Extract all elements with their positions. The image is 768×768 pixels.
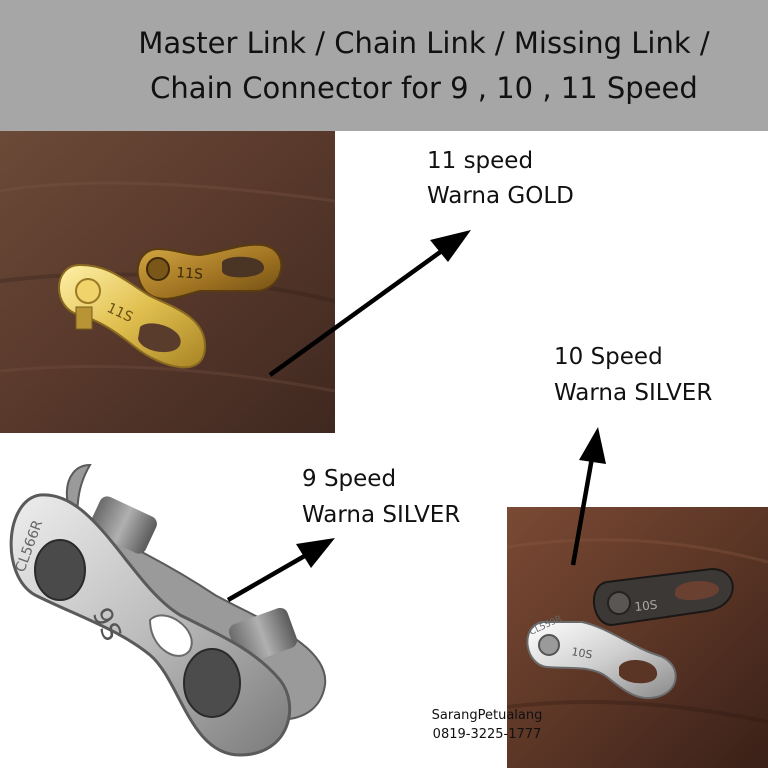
header-banner: Master Link / Chain Link / Missing Link … <box>0 0 768 131</box>
label-11-color: Warna GOLD <box>427 183 574 209</box>
label-9-color: Warna SILVER <box>302 502 461 528</box>
gold-link-back: 11S <box>136 243 283 300</box>
label-9-speed: 9 Speed <box>302 466 397 492</box>
label-10-speed: 10 Speed <box>554 344 663 370</box>
gold-11-speed-photo: 11S 11S <box>0 131 335 433</box>
svg-text:10S: 10S <box>634 598 658 614</box>
gold-link-front: 11S <box>58 263 207 369</box>
dark-link-back: 10S <box>593 567 734 627</box>
svg-text:11S: 11S <box>176 265 204 283</box>
arrow-to-9-speed-icon <box>226 538 335 602</box>
arrow-to-10-speed-icon <box>570 427 606 566</box>
silver-10-speed-photo: 10S 10S CL559R <box>507 507 768 768</box>
label-11-speed: 11 speed <box>427 148 534 174</box>
title-line-2: Chain Connector for 9 , 10 , 11 Speed <box>150 71 698 105</box>
svg-text:10S: 10S <box>570 645 593 661</box>
title-line-1: Master Link / Chain Link / Missing Link … <box>138 26 710 60</box>
label-10-color: Warna SILVER <box>554 380 713 406</box>
arrow-to-11-speed-icon <box>268 230 471 377</box>
silver-9-speed-photo: 9S CL566R <box>0 455 335 768</box>
credit-phone: 0819-3225-1777 <box>432 727 542 742</box>
credit-name: SarangPetualang <box>431 708 543 723</box>
silver-link-9s: 9S CL566R <box>9 493 292 757</box>
